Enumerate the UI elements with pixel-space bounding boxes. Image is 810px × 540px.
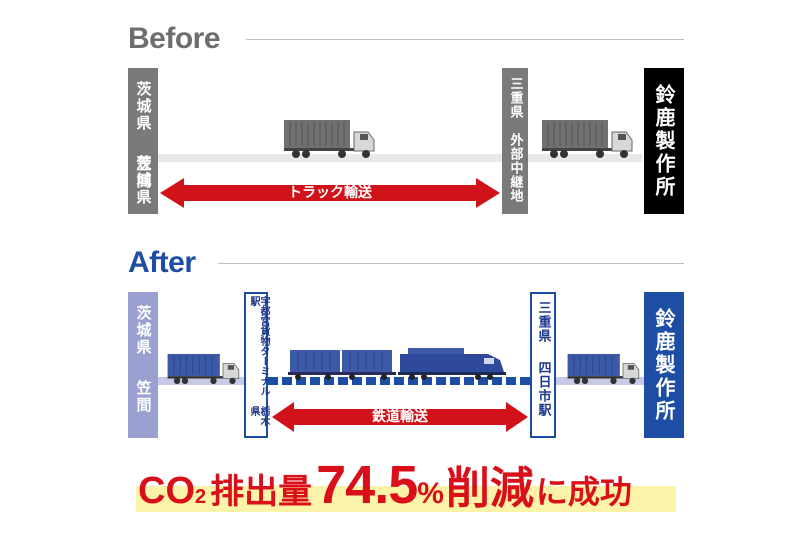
after-destination: 鈴鹿製作所 <box>644 292 684 438</box>
before-relay-block <box>502 68 528 214</box>
result-text: CO 2 排出量 74.5 % 削減 に成功 <box>138 458 632 512</box>
before-origin-pref: 茨城県 <box>134 155 153 206</box>
after-road-left <box>156 377 244 385</box>
after-terminal-text: 栃木県 宇都宮貨物ターミナル駅 <box>244 296 269 436</box>
double-arrow-icon <box>160 178 500 208</box>
train-icon <box>288 348 506 380</box>
result-text2: 削減 <box>445 464 534 513</box>
before-divider <box>246 39 684 40</box>
after-divider <box>218 263 684 264</box>
before-road <box>156 154 642 162</box>
after-relay-pref: 三重県 <box>535 301 551 343</box>
result-value: 74.5 <box>316 455 418 515</box>
after-rail <box>268 377 530 385</box>
before-relay-pref: 三重県 <box>507 77 523 119</box>
after-origin-city: 笠間 <box>134 380 153 414</box>
result-percent: % <box>417 477 444 510</box>
truck-icon <box>284 120 375 158</box>
after-relay-name: 四日市駅 <box>535 361 551 417</box>
result-text1: 排出量 <box>210 473 313 511</box>
result-text3: に成功 <box>535 474 632 510</box>
after-origin-pref: 茨城県 <box>134 304 153 356</box>
before-origin-pref-label: 茨城県 <box>134 80 153 132</box>
before-origin-block: 茨城県 <box>128 68 158 214</box>
truck-icon <box>542 120 633 158</box>
after-relay-block <box>530 292 556 438</box>
after-heading: After <box>128 246 196 279</box>
after-road-right <box>556 377 646 385</box>
truck-icon <box>167 353 240 385</box>
after-route-label: 鉄道輸送 <box>372 409 428 425</box>
result-sub2: 2 <box>195 486 207 508</box>
after-terminal-name: 宇都宮貨物ターミナル駅 <box>248 296 269 396</box>
before-origin-city: 笠間 <box>134 156 153 190</box>
truck-icon <box>567 353 640 385</box>
result-highlight <box>136 486 676 512</box>
after-terminal-block <box>244 292 268 438</box>
before-route-label: トラック輸送 <box>288 185 372 201</box>
double-arrow-icon <box>272 402 528 432</box>
before-relay-name: 外部中継地 <box>507 133 523 203</box>
before-destination: 鈴鹿製作所 <box>644 68 684 214</box>
result-co2: CO <box>138 470 195 512</box>
before-heading: Before <box>128 22 221 55</box>
after-terminal-pref: 栃木県 <box>248 406 269 427</box>
after-origin-block <box>128 292 158 438</box>
